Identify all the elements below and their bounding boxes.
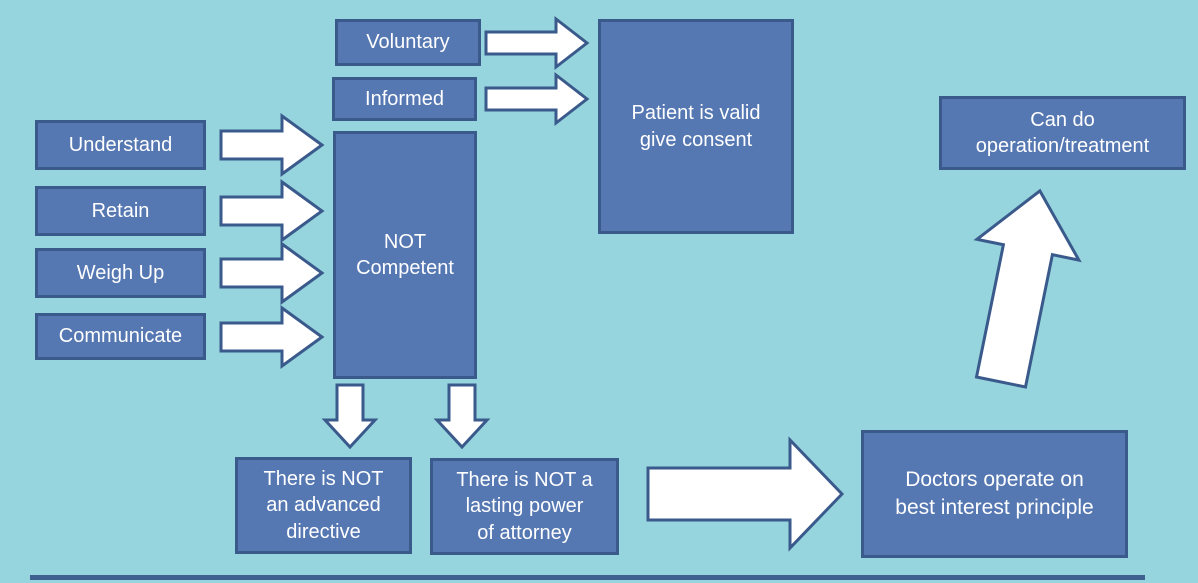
not-competent-box: NOT Competent	[333, 131, 477, 379]
to-can-do-arrow-icon	[973, 188, 1082, 389]
understand-arrow-icon	[219, 113, 325, 177]
weigh-up-box: Weigh Up	[35, 248, 206, 298]
doctors-best-interest-box: Doctors operate on best interest princip…	[861, 430, 1128, 558]
voluntary-box: Voluntary	[335, 19, 481, 66]
can-do-operation-box: Can do operation/treatment	[939, 96, 1186, 170]
bottom-divider	[30, 575, 1145, 580]
communicate-arrow-icon	[219, 305, 325, 369]
informed-arrow-icon	[484, 71, 590, 127]
patient-valid-consent-box: Patient is valid give consent	[598, 19, 794, 234]
retain-arrow-icon	[219, 179, 325, 243]
no-advanced-directive-box: There is NOT an advanced directive	[235, 457, 412, 554]
voluntary-arrow-icon	[484, 15, 590, 71]
no-lasting-power-box: There is NOT a lasting power of attorney	[430, 458, 619, 555]
retain-box: Retain	[35, 186, 206, 236]
down-arrow-directive-icon	[321, 383, 379, 450]
down-arrow-power-icon	[433, 383, 491, 450]
weigh-up-arrow-icon	[219, 241, 325, 305]
informed-box: Informed	[332, 77, 477, 121]
to-doctors-arrow-icon	[646, 436, 845, 552]
understand-box: Understand	[35, 120, 206, 170]
communicate-box: Communicate	[35, 313, 206, 360]
